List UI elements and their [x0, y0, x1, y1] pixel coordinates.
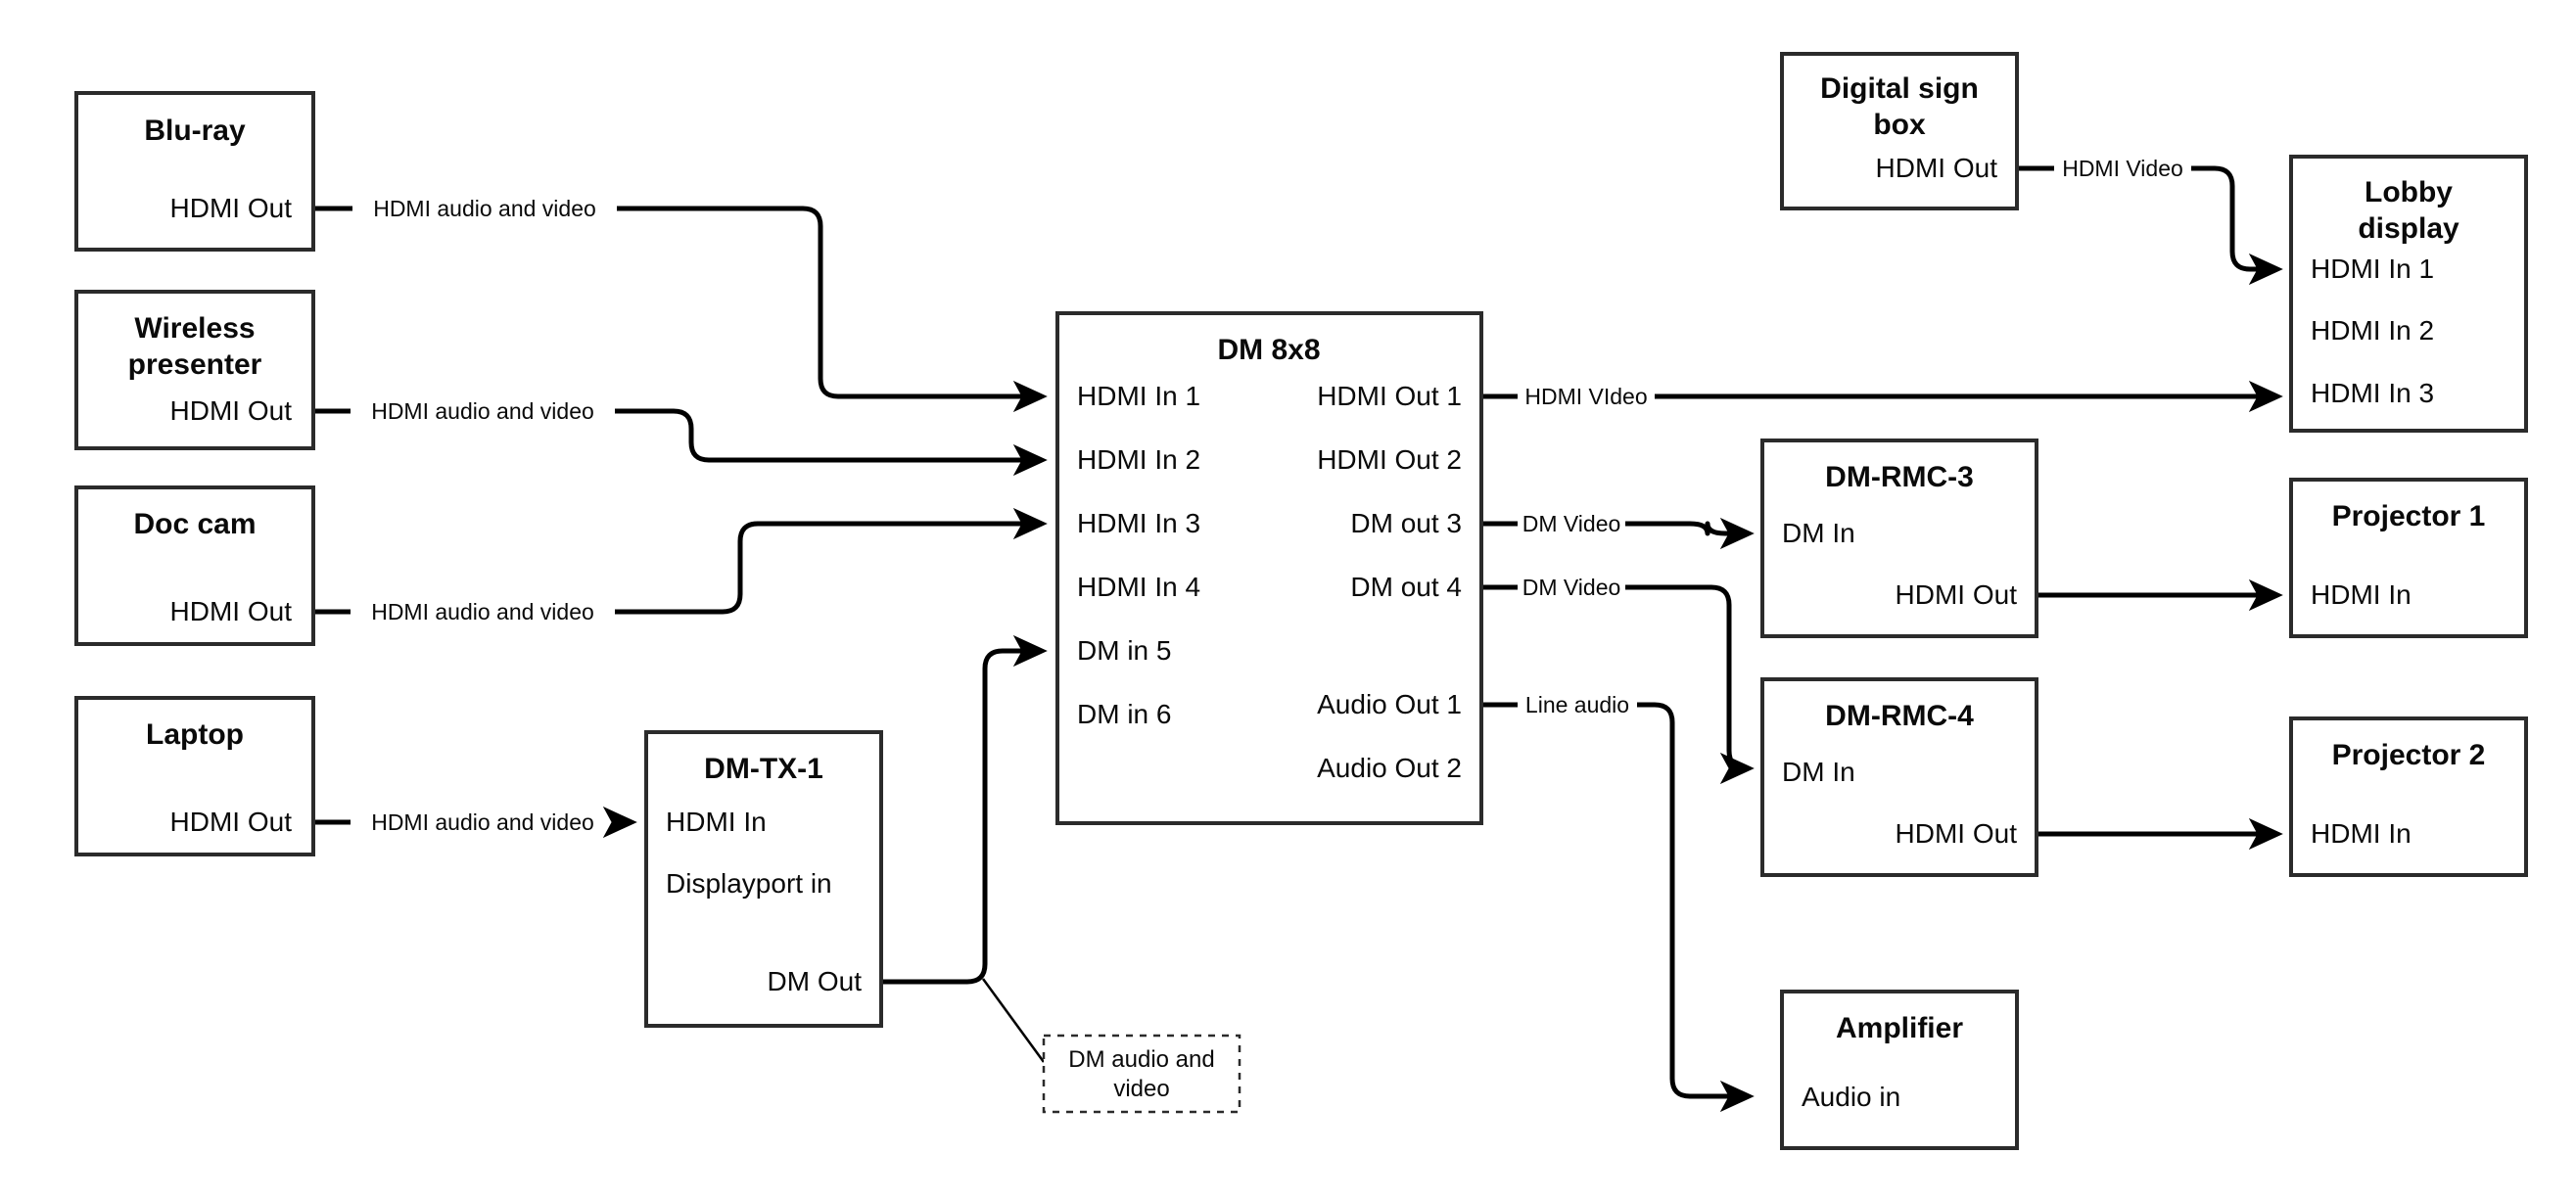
port-lobby-display-hdmi-in-2: HDMI In 2 — [2311, 315, 2434, 346]
port-digital-sign-box-hdmi-out: HDMI Out — [1876, 153, 1998, 183]
port-dm-8x8-hdmi-in-1: HDMI In 1 — [1077, 381, 1200, 411]
node-title-dm-8x8: DM 8x8 — [1217, 334, 1320, 366]
edge-label-doccam-to-dm8x8: HDMI audio and video — [371, 599, 594, 624]
port-dm-rmc-3-dm-in: DM In — [1782, 518, 1855, 548]
port-dm-rmc-4-hdmi-out: HDMI Out — [1896, 818, 2018, 849]
port-lobby-display-hdmi-in-3: HDMI In 3 — [2311, 378, 2434, 408]
node-title-blu-ray: Blu-ray — [144, 115, 246, 147]
port-dm-8x8-hdmi-out-2: HDMI Out 2 — [1317, 444, 1462, 475]
port-doc-cam-hdmi-out: HDMI Out — [170, 596, 293, 626]
node-title-projector-2: Projector 2 — [2332, 739, 2486, 771]
node-doc-cam[interactable]: Doc cam HDMI Out — [74, 485, 315, 646]
port-dm-8x8-hdmi-in-4: HDMI In 4 — [1077, 572, 1200, 602]
node-title-lobby-display-line2: display — [2358, 212, 2459, 245]
port-dm-tx-1-hdmi-in: HDMI In — [666, 807, 767, 837]
node-title-wireless-presenter-line1: Wireless — [134, 312, 255, 345]
node-projector-1[interactable]: Projector 1 HDMI In — [2289, 478, 2528, 638]
edge-label-wireless-to-dm8x8: HDMI audio and video — [371, 398, 594, 424]
node-dm-rmc-3[interactable]: DM-RMC-3 DM In HDMI Out — [1760, 439, 2038, 638]
edge-label-dm8x8-out4-to-rmc4: DM Video — [1522, 575, 1621, 600]
port-lobby-display-hdmi-in-1: HDMI In 1 — [2311, 254, 2434, 284]
note-line1: DM audio and — [1068, 1046, 1214, 1073]
node-title-wireless-presenter-line2: presenter — [128, 348, 262, 381]
node-dm-8x8[interactable]: DM 8x8 HDMI In 1 HDMI In 2 HDMI In 3 HDM… — [1055, 311, 1483, 825]
port-dm-8x8-dm-out-4: DM out 4 — [1350, 572, 1462, 602]
port-dm-tx-1-displayport-in: Displayport in — [666, 868, 832, 899]
node-dm-tx-1[interactable]: DM-TX-1 HDMI In Displayport in DM Out — [644, 730, 883, 1028]
edge-label-audio1-to-amplifier: Line audio — [1525, 692, 1629, 717]
edge-label-bluray-to-dm8x8: HDMI audio and video — [373, 196, 596, 221]
edge-label-sign-to-lobby: HDMI Video — [2062, 156, 2183, 181]
wire-dm8x8-out4-to-rmc4 — [1481, 584, 1755, 785]
port-dm-8x8-audio-out-1: Audio Out 1 — [1317, 689, 1462, 719]
node-amplifier[interactable]: Amplifier Audio in — [1780, 990, 2019, 1150]
port-amplifier-audio-in: Audio in — [1802, 1082, 1900, 1112]
wire-dm8x8-out3-to-rmc3 — [1481, 517, 1755, 550]
port-dm-8x8-hdmi-out-1: HDMI Out 1 — [1317, 381, 1462, 411]
node-title-laptop: Laptop — [146, 718, 244, 751]
node-title-projector-1: Projector 1 — [2332, 500, 2486, 532]
port-dm-rmc-4-dm-in: DM In — [1782, 757, 1855, 787]
port-projector-2-hdmi-in: HDMI In — [2311, 818, 2412, 849]
node-title-dm-rmc-3: DM-RMC-3 — [1825, 461, 1974, 493]
port-wireless-presenter-hdmi-out: HDMI Out — [170, 395, 293, 426]
wire-doccam-to-dm8x8 — [313, 507, 1048, 615]
node-title-digital-sign-box-line2: box — [1873, 109, 1926, 141]
node-title-dm-tx-1: DM-TX-1 — [704, 753, 823, 785]
port-dm-rmc-3-hdmi-out: HDMI Out — [1896, 579, 2018, 610]
node-title-amplifier: Amplifier — [1836, 1012, 1963, 1044]
note-dm-audio-and-video: DM audio and video — [1042, 1034, 1241, 1114]
wire-wireless-to-dm8x8 — [313, 408, 1048, 477]
port-dm-8x8-dm-in-6: DM in 6 — [1077, 699, 1171, 729]
wire-bluray-to-dm8x8 — [313, 206, 1048, 413]
node-digital-sign-box[interactable]: Digital sign box HDMI Out — [1780, 52, 2019, 210]
port-dm-8x8-dm-in-5: DM in 5 — [1077, 635, 1171, 666]
note-line2: video — [1113, 1076, 1169, 1102]
port-laptop-hdmi-out: HDMI Out — [170, 807, 293, 837]
port-dm-tx-1-dm-out: DM Out — [768, 966, 863, 996]
node-dm-rmc-4[interactable]: DM-RMC-4 DM In HDMI Out — [1760, 677, 2038, 877]
port-dm-8x8-dm-out-3: DM out 3 — [1350, 508, 1462, 538]
port-dm-8x8-hdmi-in-3: HDMI In 3 — [1077, 508, 1200, 538]
node-wireless-presenter[interactable]: Wireless presenter HDMI Out — [74, 290, 315, 450]
node-title-doc-cam: Doc cam — [133, 508, 256, 540]
wire-dm8x8-audio1-to-amplifier — [1481, 702, 1755, 1113]
port-blu-ray-hdmi-out: HDMI Out — [170, 193, 293, 223]
node-lobby-display[interactable]: Lobby display HDMI In 1 HDMI In 2 HDMI I… — [2289, 155, 2528, 433]
port-dm-8x8-audio-out-2: Audio Out 2 — [1317, 753, 1462, 783]
edge-label-dm8x8-out1-to-lobby: HDMI VIdeo — [1524, 384, 1647, 409]
wire-sign-to-lobby — [2017, 165, 2283, 286]
node-title-lobby-display-line1: Lobby — [2365, 176, 2453, 208]
node-laptop[interactable]: Laptop HDMI Out — [74, 696, 315, 856]
edge-label-laptop-to-dmtx1: HDMI audio and video — [371, 809, 594, 835]
node-title-digital-sign-box-line1: Digital sign — [1820, 72, 1979, 105]
node-blu-ray[interactable]: Blu-ray HDMI Out — [74, 91, 315, 252]
port-dm-8x8-hdmi-in-2: HDMI In 2 — [1077, 444, 1200, 475]
wire-dmtx1-to-dm8x8 — [881, 634, 1048, 1063]
edge-label-dm8x8-out3-to-rmc3: DM Video — [1522, 511, 1621, 536]
node-projector-2[interactable]: Projector 2 HDMI In — [2289, 716, 2528, 877]
node-title-dm-rmc-4: DM-RMC-4 — [1825, 700, 1974, 732]
port-projector-1-hdmi-in: HDMI In — [2311, 579, 2412, 610]
